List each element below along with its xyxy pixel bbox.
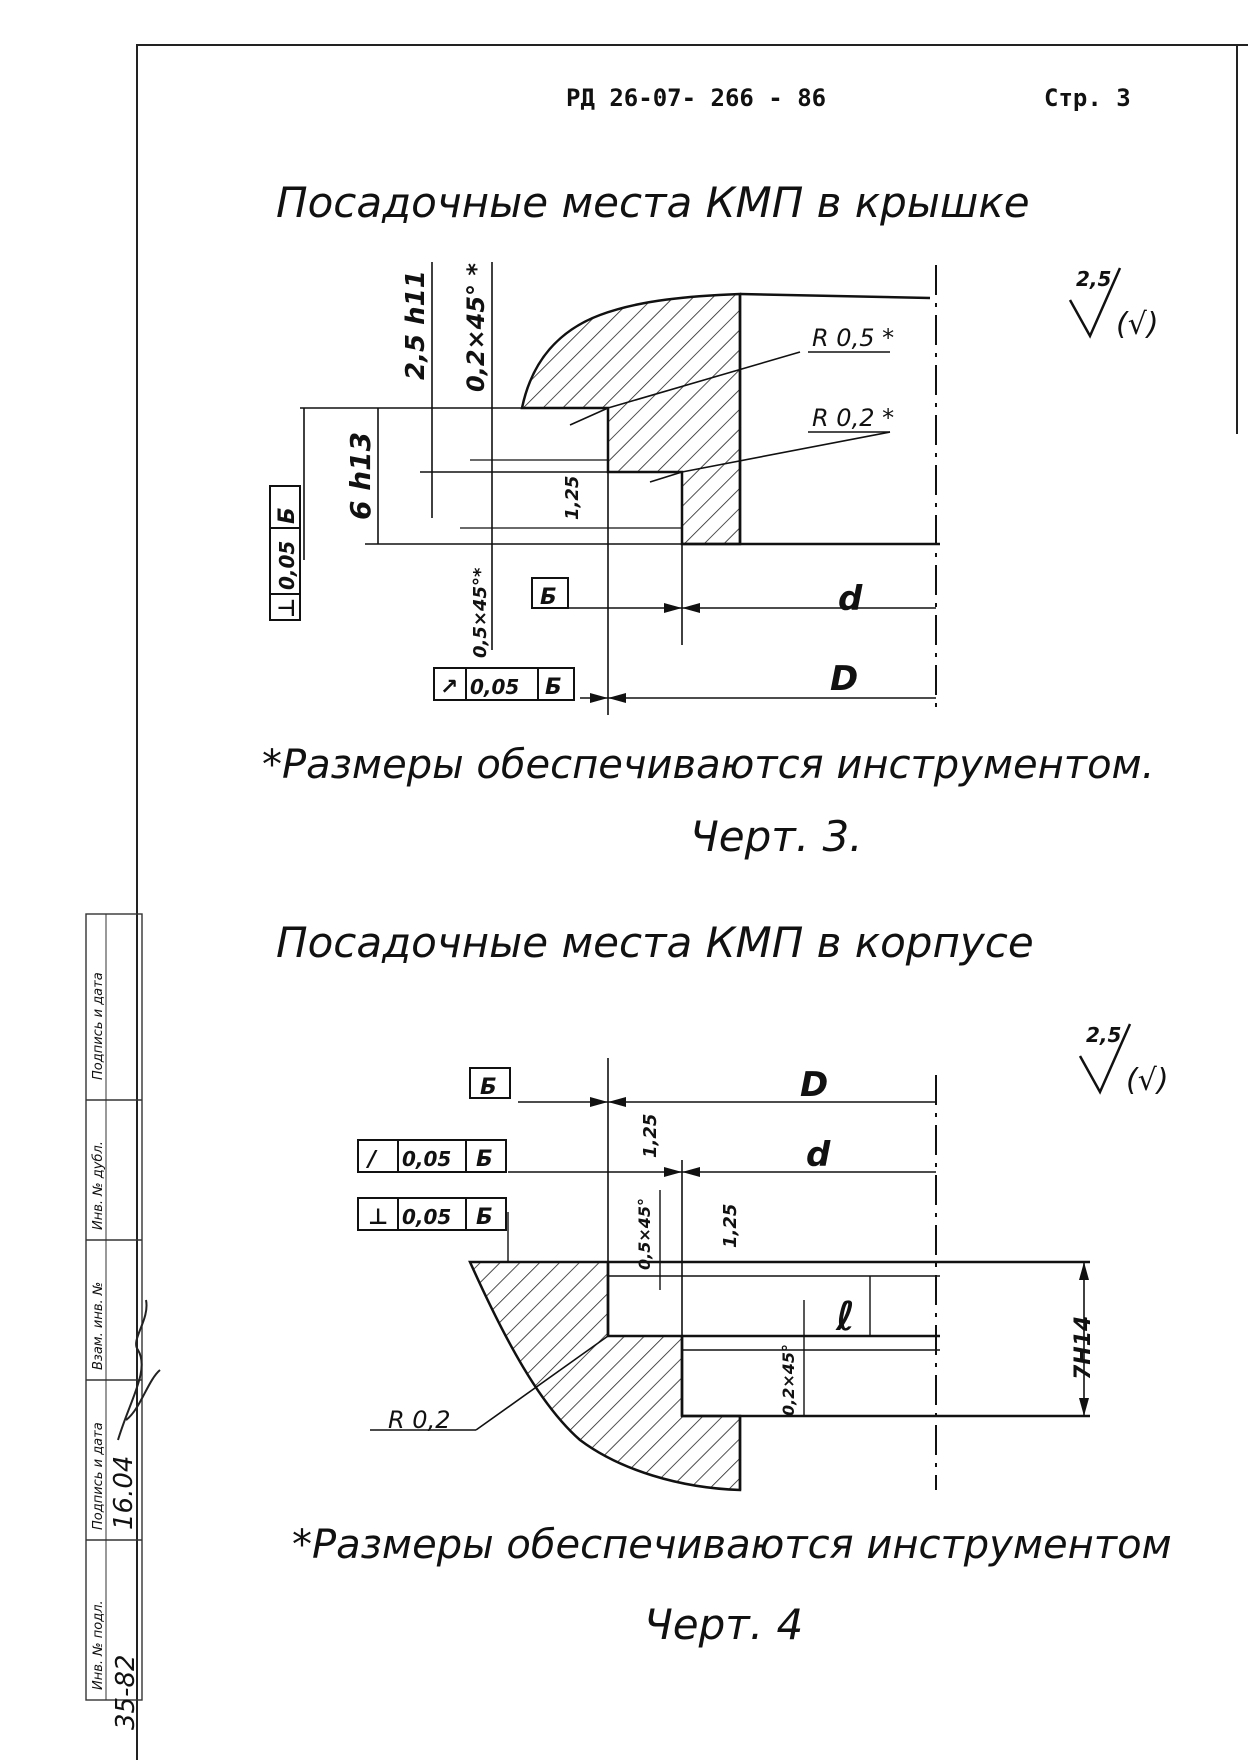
figure3-caption: Черт. 3. xyxy=(690,812,863,861)
stamp-signature xyxy=(117,1299,161,1441)
figure4-chamfer-05: 0,5×45° xyxy=(635,1198,654,1270)
figure4-note: *Размеры обеспечиваются инструментом xyxy=(292,1522,1172,1568)
figure3-dim-chamfer: 0,2×45° * xyxy=(462,263,490,392)
figure4-perp-datum: Б xyxy=(476,1205,493,1230)
figure3-dim-25h11: 2,5 h11 xyxy=(401,270,431,380)
figure3-dim-6h13: 6 h13 xyxy=(344,432,377,520)
figure4-perp-value: 0,05 xyxy=(402,1205,451,1229)
figure4-roughness-125b: 1,25 xyxy=(720,1204,741,1248)
figure4-roughness-125a: 1,25 xyxy=(640,1114,661,1158)
figure4-radius: R 0,2 xyxy=(388,1406,450,1434)
figure3-D-label: D xyxy=(830,659,858,699)
stamp-inv-orig: Инв. № подл. xyxy=(91,1600,106,1690)
doc-code: РД 26-07- 266 - 86 xyxy=(566,84,827,112)
figure3-runout-value: 0,05 xyxy=(470,675,519,699)
figure3-note: *Размеры обеспечиваются инструментом. xyxy=(262,742,1155,788)
figure4-datum-frame xyxy=(469,1067,511,1099)
figure4-perp-frame xyxy=(357,1197,507,1231)
page-number: Стр. 3 xyxy=(1044,84,1131,112)
figure3-datum-frame xyxy=(531,577,569,609)
figure3-radius-05: R 0,5 * xyxy=(812,324,894,352)
stamp-inv-number: 35-82 xyxy=(111,1654,141,1730)
stamp-replace-inv: Взам. инв. № xyxy=(91,1282,106,1370)
figure4-drawing xyxy=(370,1058,1090,1492)
figure4-7h14: 7H14 xyxy=(1071,1316,1096,1380)
stamp-sign-date-2: Подпись и дата xyxy=(91,1422,106,1530)
figure4-l-label: ℓ xyxy=(835,1294,855,1340)
figure3-perp-value: 0,05 xyxy=(275,541,299,590)
figure3-datum-label: Б xyxy=(540,585,557,610)
figure4-caption: Черт. 4 xyxy=(644,1600,804,1649)
figure3-roughness-value: 2,5 xyxy=(1076,267,1111,291)
figure4-runout-symbol: ∕ xyxy=(365,1147,378,1172)
figure3-d-label: d xyxy=(838,579,863,619)
figure4-roughness-check-icon xyxy=(1078,1023,1132,1095)
figure3-perp-symbol: ⊥ xyxy=(275,598,300,618)
figure3-title: Посадочные места КМП в крышке xyxy=(276,178,1030,227)
figure4-hatched-section xyxy=(468,1260,742,1492)
figure4-roughness-value: 2,5 xyxy=(1086,1023,1121,1047)
page-frame-left xyxy=(136,44,138,1760)
figure4-perp-symbol: ⊥ xyxy=(368,1205,388,1230)
figure3-runout-frame xyxy=(433,667,575,701)
figure3-roughness-125: 1,25 xyxy=(562,476,583,520)
figure4-datum-label: Б xyxy=(480,1075,497,1100)
figure4-runout-datum: Б xyxy=(476,1147,493,1172)
figure3-roughness-symbol: (√) xyxy=(1116,307,1159,342)
figure3-drawing xyxy=(300,262,940,715)
figure4-runout-frame xyxy=(357,1139,507,1173)
page-frame-right xyxy=(1236,44,1238,434)
figure4-d-label: d xyxy=(806,1135,831,1175)
page-frame-top xyxy=(136,44,1248,46)
stamp-date: 16.04 xyxy=(109,1456,139,1530)
stamp-inv-dup: Инв. № дубл. xyxy=(91,1141,106,1230)
stamp-sign-date-1: Подпись и дата xyxy=(91,972,106,1080)
left-stamp xyxy=(85,913,143,1701)
figure4-D-label: D xyxy=(800,1065,828,1105)
figure3-perp-frame xyxy=(269,485,301,621)
figure3-dim-chamfer2: 0,5×45°* xyxy=(470,567,491,658)
figure3-hatched-section xyxy=(520,292,742,546)
figure4-chamfer-02: 0,2×45° xyxy=(779,1344,798,1416)
figure3-runout-symbol: ↗ xyxy=(440,675,458,700)
figure3-roughness-check-icon xyxy=(1068,267,1122,339)
figure3-perp-datum: Б xyxy=(275,507,300,524)
figure4-runout-value: 0,05 xyxy=(402,1147,451,1171)
figure4-roughness-symbol: (√) xyxy=(1126,1063,1169,1098)
figure3-radius-02: R 0,2 * xyxy=(812,404,894,432)
figure4-title: Посадочные места КМП в корпусе xyxy=(276,918,1034,967)
figure3-runout-datum: Б xyxy=(545,675,562,700)
